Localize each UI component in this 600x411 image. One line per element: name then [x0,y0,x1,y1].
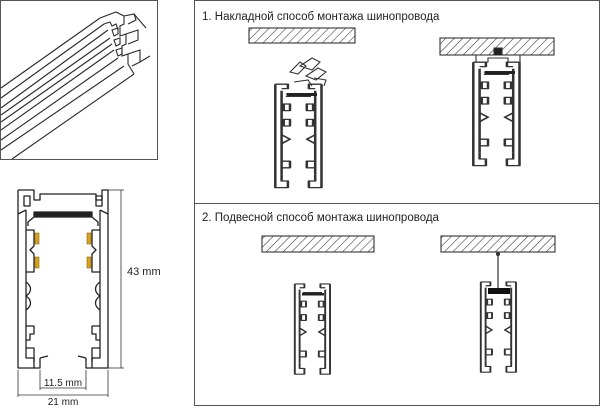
surface-mount-title: 1. Накладной способ монтажа шинопровода [202,11,440,23]
suspended-mount-panel: 2. Подвесной способ монтажа шинопровода [202,212,556,376]
track-perspective-panel [0,0,158,160]
inner-width-dimension [39,370,87,390]
ceiling-plate-surface-exploded [248,27,356,44]
height-dimension [108,189,124,369]
track-profile-suspended-left [293,282,331,376]
ceiling-plate-suspended-left [261,235,375,253]
conductor-left-lower [34,256,40,269]
height-label: 43 mm [127,266,161,278]
track-cross-section [17,189,109,369]
conductor-right-upper [86,232,92,245]
mounting-clip-exploded [288,57,328,87]
track-perspective-drawing [0,11,151,160]
track-top-bar-suspended-left [302,293,324,296]
profile-top-bar [33,211,93,218]
conductor-strips [34,232,92,269]
outer-width-label: 21 mm [48,397,79,406]
suspension-adapter [488,288,510,294]
inner-width-label: 11.5 mm [44,378,82,389]
track-profile-surface-right [472,60,521,167]
track-top-bar-surface-right [485,71,515,74]
track-profile-surface-left [274,82,323,189]
track-profile-suspended-right [479,280,517,374]
outer-width-dimension [17,370,109,397]
track-top-bar-surface-left [287,93,317,96]
conductor-left-upper [34,232,40,245]
ceiling-plate-suspended-right [440,235,556,253]
conductor-right-lower [86,256,92,269]
cable-anchor [496,252,500,256]
suspended-mount-title: 2. Подвесной способ монтажа шинопровода [202,212,440,224]
surface-mount-panel: 1. Накладной способ монтажа шинопровода [202,11,555,189]
